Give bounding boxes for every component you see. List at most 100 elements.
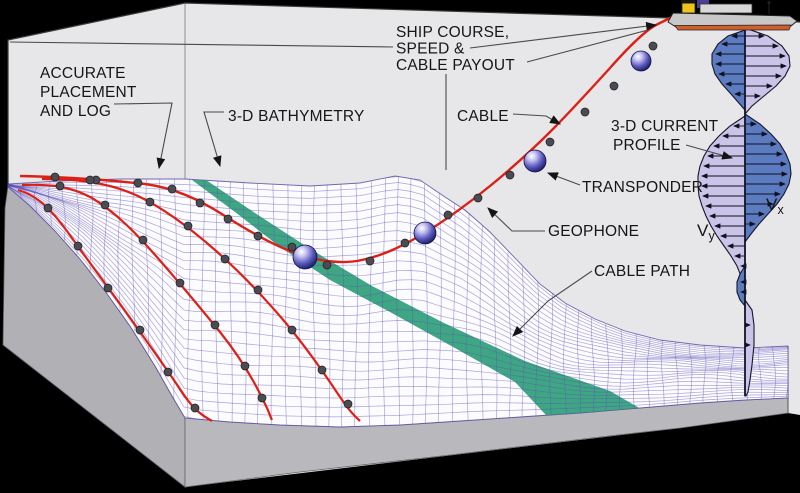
- mesh-line: [8, 183, 788, 375]
- mesh-line: [242, 182, 247, 423]
- mesh-line: [8, 184, 788, 365]
- mesh-line: [8, 185, 788, 353]
- label-current-line2: PROFILE: [613, 137, 681, 154]
- geophone-dot: [210, 320, 220, 330]
- vx-base: V: [766, 195, 778, 214]
- leader-transponder: [546, 172, 581, 186]
- geophone-dot: [322, 260, 332, 270]
- ship-mast-light: [767, 0, 771, 5]
- labels: SHIP COURSE, SPEED & CABLE PAYOUT ACCURA…: [40, 24, 785, 280]
- mesh-line: [8, 185, 788, 400]
- geophone-dot: [240, 361, 250, 371]
- ship-superstructure: [699, 3, 753, 14]
- leader-lines: [9, 21, 734, 337]
- geophone-dot: [135, 325, 145, 335]
- mesh-line: [8, 185, 788, 369]
- geophone-dot: [55, 181, 65, 191]
- mesh-line: [8, 185, 788, 387]
- mesh-line: [340, 184, 345, 427]
- geophone-dot: [505, 170, 515, 180]
- mesh-line: [8, 185, 788, 408]
- geophone-dot: [145, 197, 155, 207]
- leader-accurate-placement: [113, 102, 173, 170]
- mesh-line: [8, 184, 788, 357]
- mesh-line: [493, 237, 498, 419]
- geophone-dot: [167, 184, 177, 194]
- leader-cable: [512, 113, 561, 125]
- seafloor-cable-1: [17, 188, 213, 422]
- mesh-line: [479, 224, 484, 420]
- geophone-dot: [343, 399, 353, 409]
- geophone-dot: [43, 203, 53, 213]
- geophone-dot: [648, 41, 658, 51]
- geophone-dot: [253, 285, 263, 295]
- mesh-line: [8, 185, 788, 384]
- geophone-dot: [253, 231, 263, 241]
- label-bathymetry: 3-D BATHYMETRY: [228, 108, 365, 125]
- label-cable: CABLE: [457, 108, 509, 125]
- label-ship-course-line1: SHIP COURSE,: [396, 24, 509, 41]
- mesh-line: [396, 176, 400, 426]
- geophone-dot: [609, 81, 619, 91]
- label-vx: Vx: [766, 195, 785, 217]
- geophone-dot: [183, 221, 193, 231]
- tow-cable: [19, 14, 675, 264]
- mesh-line: [8, 184, 788, 363]
- label-accurate-line2: PLACEMENT: [40, 84, 137, 101]
- mesh-line: [257, 183, 261, 424]
- geophone-dot: [365, 256, 375, 266]
- mesh-line: [8, 185, 788, 396]
- geophone-dot: [443, 210, 453, 220]
- mesh-line: [312, 185, 317, 427]
- geophone-dot: [73, 241, 83, 251]
- mesh-line: [145, 178, 150, 354]
- seafloor-cables: [17, 177, 361, 422]
- mesh-line: [8, 184, 788, 358]
- mesh-line: [8, 183, 788, 380]
- mesh-line: [8, 185, 788, 356]
- geophone-dot: [50, 172, 60, 182]
- geophone-dot: [287, 325, 297, 335]
- label-current-line1: 3-D CURRENT: [611, 118, 719, 135]
- mesh-line: [507, 252, 512, 418]
- ship-boot-stripe: [674, 24, 792, 31]
- leader-to-ship-2: [526, 29, 649, 63]
- mesh-line: [521, 266, 526, 417]
- mesh-line: [215, 180, 219, 421]
- geophone-dot: [473, 193, 483, 203]
- mesh-line: [47, 181, 52, 226]
- mesh-line: [8, 185, 788, 368]
- leader-current-profile: [685, 144, 734, 160]
- mesh-line: [270, 184, 275, 425]
- geophone-dot: [100, 200, 110, 210]
- leader-bathymetry: [203, 111, 224, 168]
- geophone-dot: [175, 278, 185, 288]
- mesh-line: [368, 180, 372, 427]
- vx-sub: x: [778, 203, 785, 217]
- box-top-edge: [7, 2, 800, 186]
- label-vy: Vy: [697, 221, 716, 243]
- geophone-dot: [545, 137, 555, 147]
- mesh-line: [326, 184, 331, 427]
- mesh-line: [131, 178, 136, 332]
- mesh-line: [284, 184, 289, 426]
- current-lobe: [744, 112, 792, 244]
- leader-geophone: [487, 207, 545, 232]
- mesh-line: [8, 185, 788, 393]
- ship-funnel-cap: [682, 0, 695, 4]
- geophone-dot: [223, 214, 233, 224]
- mesh-line: [103, 179, 108, 292]
- mesh-line: [8, 185, 788, 354]
- label-accurate-line3: AND LOG: [40, 103, 111, 120]
- label-transponder: TRANSPONDER: [582, 179, 703, 196]
- survey-ship: [667, 0, 798, 31]
- transponder-spheres: [292, 50, 652, 270]
- mesh-line: [451, 202, 456, 422]
- current-profile: [697, 27, 792, 397]
- seafloor-cable-3: [41, 177, 361, 422]
- geophone-dot: [103, 283, 113, 293]
- transponder-sphere: [292, 244, 318, 270]
- mesh-line: [8, 186, 788, 390]
